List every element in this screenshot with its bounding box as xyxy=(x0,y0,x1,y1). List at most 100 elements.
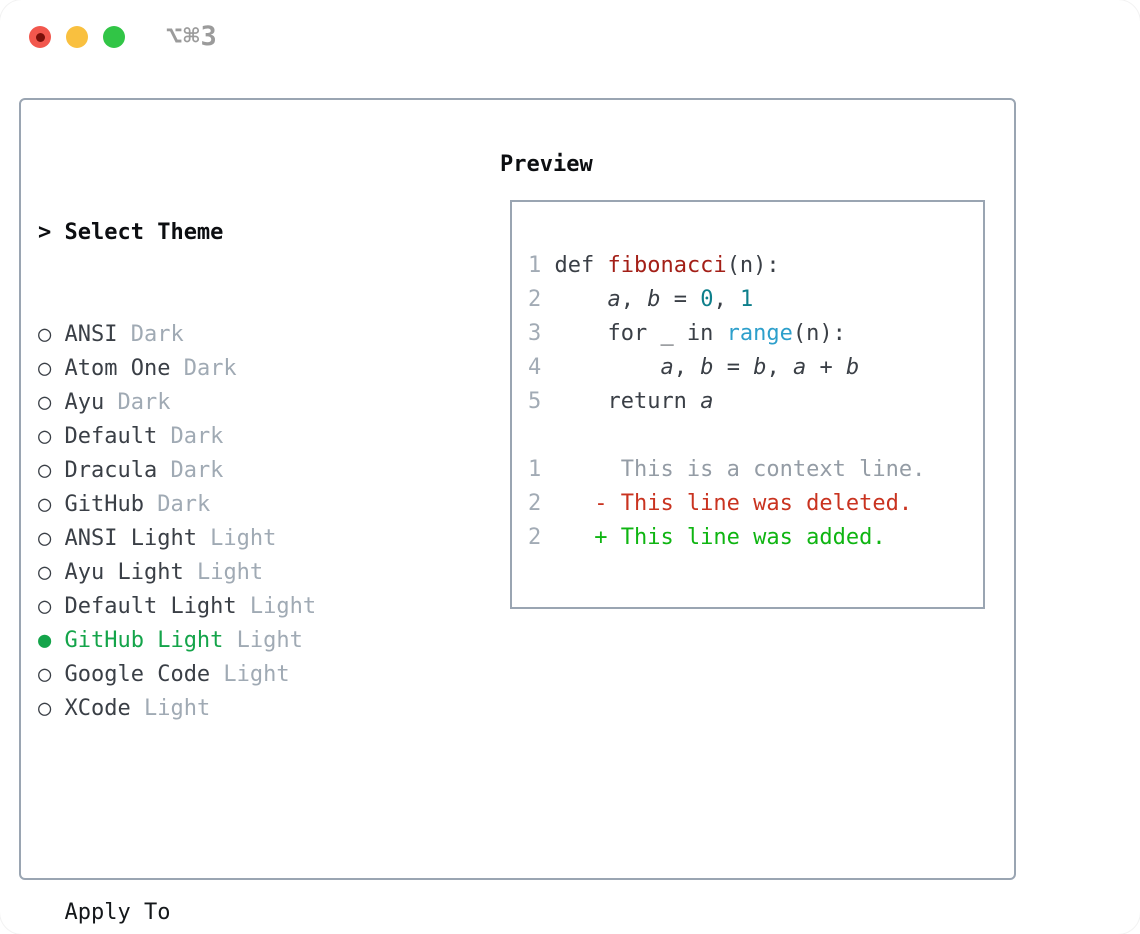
theme-variant: Dark xyxy=(157,424,224,449)
code-token-code: + xyxy=(806,355,846,380)
theme-option[interactable]: ○ANSI Dark xyxy=(38,318,409,352)
code-token-code xyxy=(541,287,607,312)
theme-name: GitHub xyxy=(64,492,144,517)
window-title-shortcut: ⌥⌘3 xyxy=(166,21,218,52)
code-token-add: + This line was added. xyxy=(541,525,886,550)
maximize-button[interactable] xyxy=(103,26,125,48)
close-dot-icon xyxy=(35,32,45,42)
theme-variant: Light xyxy=(236,594,317,619)
code-token-del: - This line was deleted. xyxy=(541,491,913,516)
theme-variant: Light xyxy=(183,560,264,585)
code-token-num: 0 xyxy=(700,287,714,312)
code-line: 2 + This line was added. xyxy=(528,521,925,555)
code-line: 1 def fibonacci(n): xyxy=(528,249,925,283)
spacer xyxy=(38,794,409,828)
theme-name: Google Code xyxy=(64,662,211,687)
theme-name: Dracula xyxy=(64,458,158,483)
theme-variant: Light xyxy=(196,526,277,551)
theme-name: XCode xyxy=(64,696,131,721)
code-token-code: , xyxy=(766,355,793,380)
theme-option[interactable]: ○Atom One Dark xyxy=(38,352,409,386)
code-token-code xyxy=(541,355,660,380)
line-number: 1 xyxy=(528,457,542,482)
theme-option[interactable]: ○ Default Light Light xyxy=(38,590,409,624)
code-token-num: 1 xyxy=(739,287,754,312)
theme-variant: Dark xyxy=(104,390,171,415)
code-token-var: b xyxy=(647,287,661,312)
minimize-button[interactable] xyxy=(66,26,88,48)
theme-picker-panel: >Select Theme ○ANSI Dark○Atom One Dark○A… xyxy=(19,98,1016,925)
theme-option[interactable]: ○ Ayu Dark xyxy=(38,386,409,420)
preview-header: Preview xyxy=(500,148,593,182)
theme-variant: Light xyxy=(130,696,211,721)
radio-icon: ○ xyxy=(38,696,52,721)
theme-variant: Dark xyxy=(157,458,224,483)
theme-name: ANSI xyxy=(64,322,118,347)
code-token-ctx: This is a context line. xyxy=(541,457,926,482)
theme-option[interactable]: ○ XCode Light xyxy=(38,692,409,726)
line-number: 2 xyxy=(528,287,542,312)
theme-option[interactable]: ○ Default Dark xyxy=(38,420,409,454)
close-button[interactable] xyxy=(29,26,51,48)
theme-option[interactable]: ○ ANSI Light Light xyxy=(38,522,409,556)
theme-option[interactable]: ○GitHub Dark xyxy=(38,488,409,522)
code-token-code: def xyxy=(541,253,608,278)
line-number: 2 xyxy=(528,491,542,516)
theme-name: Default Light xyxy=(64,594,237,619)
radio-icon: ○ xyxy=(38,662,52,687)
code-token-code: , xyxy=(673,355,701,380)
code-token-var: a xyxy=(700,389,714,414)
code-line: 2 - This line was deleted. xyxy=(528,487,925,521)
code-line: 3 for _ in range(n): xyxy=(528,317,925,351)
theme-option[interactable]: ○Google Code Light xyxy=(38,658,409,692)
prompt-icon: > xyxy=(38,220,52,245)
theme-variant: Dark xyxy=(143,492,211,517)
line-number: 4 xyxy=(528,355,542,380)
code-line: 4 a, b = b, a + b xyxy=(528,351,925,385)
code-token-var: b xyxy=(700,355,714,380)
code-token-var: a xyxy=(792,355,807,380)
code-token-code: (n): xyxy=(792,321,846,346)
radio-icon: ○ xyxy=(38,526,52,551)
apply-to-title: Apply To xyxy=(64,900,171,925)
code-token-code: , xyxy=(713,287,740,312)
theme-variant: Dark xyxy=(170,356,237,381)
code-token-var: b xyxy=(753,355,767,380)
select-theme-header: > Select Theme xyxy=(38,216,409,250)
theme-picker: >Select Theme ○ANSI Dark○Atom One Dark○A… xyxy=(38,148,409,934)
radio-selected-icon: ● xyxy=(38,628,52,653)
theme-name: Atom One xyxy=(64,356,171,381)
radio-icon: ○ xyxy=(38,322,52,347)
theme-option[interactable]: ○Dracula Dark xyxy=(38,454,409,488)
line-number: 5 xyxy=(528,389,542,414)
theme-variant: Light xyxy=(223,628,303,653)
code-line: 5 return a xyxy=(528,385,925,419)
theme-option[interactable]: ○Ayu Light Light xyxy=(38,556,409,590)
titlebar xyxy=(29,26,125,48)
theme-list: ○ANSI Dark○Atom One Dark○Ayu Dark○Defaul… xyxy=(38,318,409,726)
theme-name: Ayu xyxy=(64,390,105,415)
code-token-call: range xyxy=(726,321,793,346)
code-token-var: a xyxy=(660,355,674,380)
theme-name: ANSI Light xyxy=(64,526,197,551)
code-line: 1 This is a context line. xyxy=(528,453,925,487)
code-token-var: a xyxy=(607,287,621,312)
theme-name: GitHub Light xyxy=(64,628,224,653)
code-token-var: b xyxy=(845,355,860,380)
select-theme-title: Select Theme xyxy=(64,220,224,245)
radio-icon: ○ xyxy=(38,594,52,619)
line-number: 2 xyxy=(528,525,542,550)
code-token-code: , xyxy=(620,287,648,312)
theme-option[interactable]: ● GitHub Light Light xyxy=(38,624,409,658)
radio-icon: ○ xyxy=(38,424,52,449)
theme-name: Default xyxy=(64,424,158,449)
line-number: 3 xyxy=(528,321,542,346)
code-line: 2 a, b = 0, 1 xyxy=(528,283,925,317)
code-token-func: fibonacci xyxy=(607,253,727,278)
code-token-code: for _ in xyxy=(541,321,727,346)
radio-icon: ○ xyxy=(38,390,52,415)
code-token-code: = xyxy=(713,355,754,380)
